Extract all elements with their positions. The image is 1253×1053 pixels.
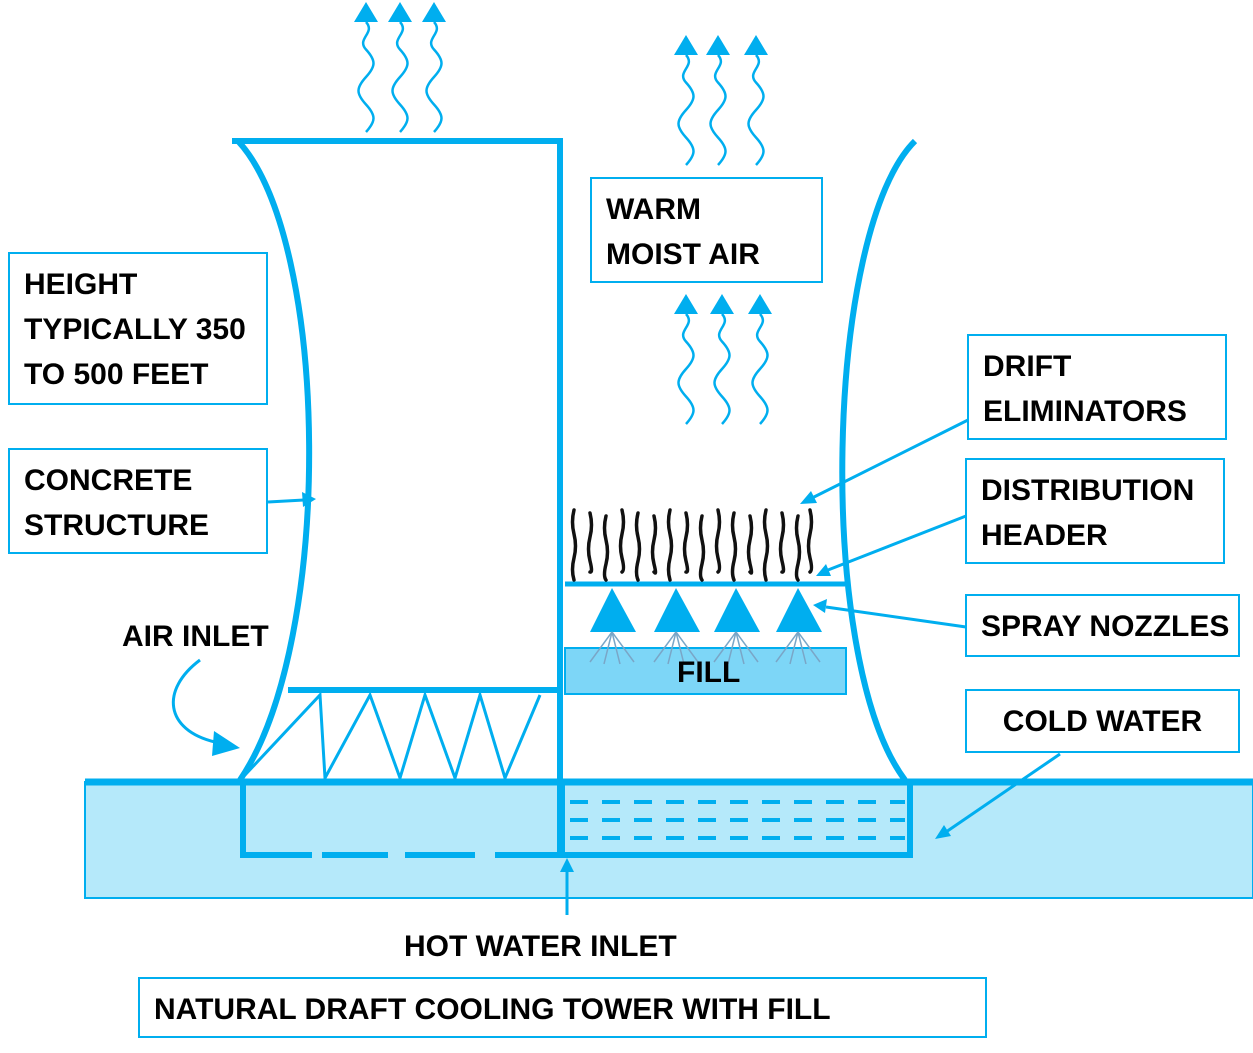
eliminator-blade (778, 511, 786, 574)
upward-arrow-icon (744, 35, 768, 55)
spray-text: SPRAY NOZZLES (981, 610, 1230, 643)
hot-water-label: HOT WATER INLET (404, 930, 677, 963)
drift-line-2: ELIMINATORS (983, 395, 1187, 428)
support-columns (243, 689, 542, 784)
eliminator-blade (762, 508, 770, 582)
warm-air-line-2: MOIST AIR (606, 238, 760, 271)
spray-streams (589, 631, 821, 665)
eliminator-blade (794, 514, 802, 582)
upward-arrow-icon (674, 35, 698, 55)
eliminator-blade (570, 508, 578, 582)
eliminator-blade (650, 514, 658, 575)
eliminator-blade (586, 511, 594, 574)
fill-block (564, 647, 847, 695)
upward-arrow-icon (710, 294, 734, 314)
upward-arrow-icon (706, 35, 730, 55)
eliminator-blade (602, 514, 610, 582)
curved-arrow-icon (171, 658, 216, 744)
cold-water-basin (559, 782, 913, 858)
wavy-line-icon (747, 54, 765, 166)
water-dashes (570, 800, 905, 840)
warm-air-label-box: WARM MOIST AIR (590, 177, 823, 283)
eliminator-blade (746, 514, 754, 575)
spray-label-box: SPRAY NOZZLES (965, 594, 1240, 657)
distribution-line-1: DISTRIBUTION (981, 474, 1195, 507)
tower-left-wall (235, 138, 313, 782)
spray-nozzle-icon (654, 588, 700, 632)
concrete-line-2: STRUCTURE (24, 509, 209, 542)
eliminator-blade (682, 511, 690, 574)
wavy-line-icon (713, 313, 731, 425)
spray-nozzle-icon (590, 588, 636, 632)
eliminator-blade (634, 511, 642, 582)
upward-arrow-icon (748, 294, 772, 314)
drift-line-1: DRIFT (983, 350, 1072, 383)
wavy-line-icon (709, 54, 727, 166)
upward-arrow-icon (422, 2, 446, 22)
upward-arrow-icon (388, 2, 412, 22)
distribution-label-box: DISTRIBUTION HEADER (965, 458, 1225, 564)
height-label-box: HEIGHT TYPICALLY 350 TO 500 FEET (8, 252, 268, 405)
tower-right-wall (839, 138, 918, 782)
tower-cutaway (232, 138, 563, 855)
eliminator-blade (666, 508, 674, 582)
diagram-title-box: NATURAL DRAFT COOLING TOWER WITH FILL (138, 977, 987, 1038)
wavy-line-icon (677, 313, 695, 425)
eliminator-blade (618, 508, 626, 574)
eliminator-blade (730, 511, 738, 582)
wavy-line-icon (677, 54, 695, 166)
curved-arrow-head (212, 731, 240, 756)
wavy-line-icon (751, 313, 769, 425)
spray-nozzles (590, 588, 822, 632)
spray-nozzle-icon (776, 588, 822, 632)
cold-water-label-box: COLD WATER (965, 689, 1240, 753)
diagram-title: NATURAL DRAFT COOLING TOWER WITH FILL (154, 993, 831, 1026)
concrete-label-box: CONCRETE STRUCTURE (8, 448, 268, 554)
wavy-line-icon (425, 21, 443, 133)
upward-arrow-icon (674, 294, 698, 314)
eliminator-blade (806, 508, 814, 574)
eliminator-blade (698, 514, 706, 582)
height-line-2: TYPICALLY 350 (24, 313, 246, 346)
wavy-line-icon (357, 21, 375, 133)
wavy-line-icon (391, 21, 409, 133)
airflow-arrows (354, 2, 772, 425)
spray-nozzle-icon (714, 588, 760, 632)
warm-air-line-1: WARM (606, 193, 701, 226)
drift-eliminators (570, 508, 814, 582)
distribution-line-2: HEADER (981, 519, 1108, 552)
fill-label: FILL (677, 656, 741, 689)
basin-left (240, 782, 312, 858)
height-line-3: TO 500 FEET (24, 358, 209, 391)
upward-arrow-icon (354, 2, 378, 22)
air-inlet-label: AIR INLET (122, 620, 269, 653)
cold-water-text: COLD WATER (1002, 705, 1203, 738)
drift-label-box: DRIFT ELIMINATORS (967, 334, 1227, 440)
height-line-1: HEIGHT (24, 268, 138, 301)
concrete-line-1: CONCRETE (24, 464, 193, 497)
eliminator-blade (714, 508, 722, 574)
pointer-arrows (267, 418, 1061, 915)
